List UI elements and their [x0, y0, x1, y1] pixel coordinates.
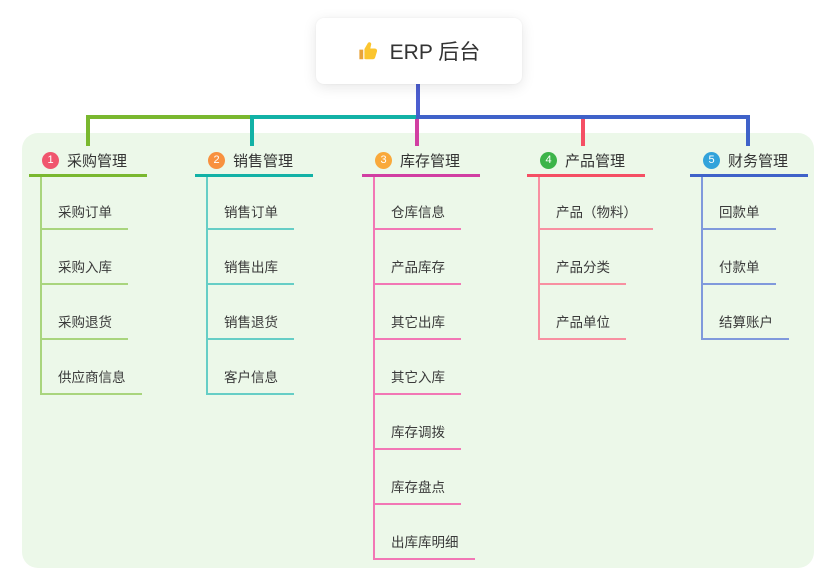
child-node[interactable]: 产品分类 [538, 257, 626, 285]
subtree-line-product [538, 177, 540, 338]
branch-node-product[interactable]: 4 产品管理 [527, 146, 645, 177]
subtree-line-finance [701, 177, 703, 338]
badge-4: 4 [540, 151, 557, 169]
branch-node-inventory[interactable]: 3 库存管理 [362, 146, 480, 177]
branch-label: 采购管理 [67, 152, 128, 170]
child-node[interactable]: 回款单 [701, 202, 776, 230]
branch-label: 财务管理 [728, 152, 789, 170]
child-node[interactable]: 销售退货 [206, 312, 294, 340]
connector-drop-inventory [415, 119, 419, 146]
child-node[interactable]: 结算账户 [701, 312, 789, 340]
child-node[interactable]: 付款单 [701, 257, 776, 285]
child-node[interactable]: 产品（物料） [538, 202, 653, 230]
branch-node-purchase[interactable]: 1 采购管理 [29, 146, 147, 177]
badge-1: 1 [42, 151, 59, 169]
connector-drop-finance [746, 119, 750, 146]
child-node[interactable]: 产品库存 [373, 257, 461, 285]
child-node[interactable]: 仓库信息 [373, 202, 461, 230]
badge-2: 2 [208, 151, 225, 169]
child-node[interactable]: 其它入库 [373, 367, 461, 395]
child-node[interactable]: 产品单位 [538, 312, 626, 340]
child-node[interactable]: 库存调拨 [373, 422, 461, 450]
connector-bus-finance [416, 115, 750, 119]
branch-node-finance[interactable]: 5 财务管理 [690, 146, 808, 177]
branch-label: 产品管理 [565, 152, 626, 170]
child-node[interactable]: 库存盘点 [373, 477, 461, 505]
branch-node-sales[interactable]: 2 销售管理 [195, 146, 313, 177]
root-node-label: ERP 后台 [389, 41, 481, 64]
child-node[interactable]: 销售出库 [206, 257, 294, 285]
connector-drop-product [581, 119, 585, 146]
branch-label: 销售管理 [233, 152, 294, 170]
mindmap-background-panel [22, 133, 814, 568]
thumbs-up-icon [359, 42, 377, 60]
connector-drop-sales [250, 119, 254, 146]
child-node[interactable]: 出库库明细 [373, 532, 475, 560]
subtree-line-sales [206, 177, 208, 393]
child-node[interactable]: 其它出库 [373, 312, 461, 340]
child-node[interactable]: 采购订单 [40, 202, 128, 230]
connector-drop-purchase [86, 119, 90, 146]
child-node[interactable]: 采购入库 [40, 257, 128, 285]
badge-3: 3 [375, 151, 392, 169]
child-node[interactable]: 供应商信息 [40, 367, 142, 395]
child-node[interactable]: 采购退货 [40, 312, 128, 340]
root-node-erp[interactable]: ERP 后台 [316, 18, 522, 84]
branch-label: 库存管理 [400, 152, 461, 170]
connector-bus-sales [250, 115, 418, 119]
child-node[interactable]: 客户信息 [206, 367, 294, 395]
subtree-line-purchase [40, 177, 42, 393]
subtree-line-inventory [373, 177, 375, 558]
connector-root-stem [416, 84, 420, 117]
child-node[interactable]: 销售订单 [206, 202, 294, 230]
badge-5: 5 [703, 151, 720, 169]
